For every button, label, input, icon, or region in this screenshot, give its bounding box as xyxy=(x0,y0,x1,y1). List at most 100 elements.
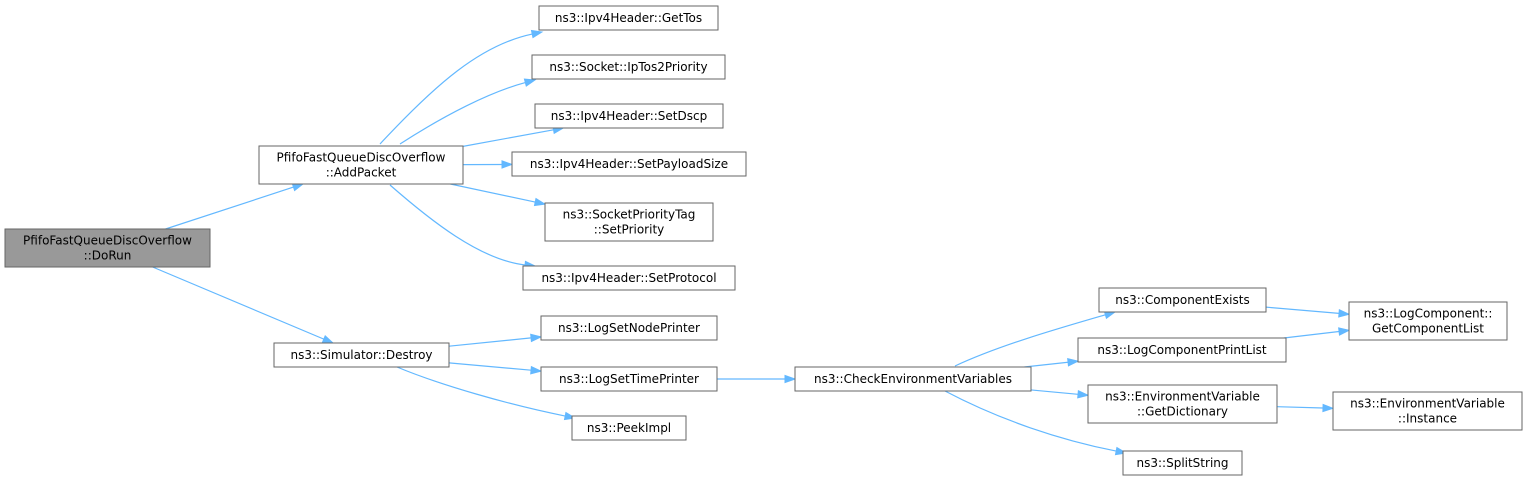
edge-logtime-checkenv xyxy=(717,374,797,384)
edge-line xyxy=(165,186,294,230)
edge-addpacket-gettos xyxy=(379,29,544,145)
edge-line xyxy=(448,362,532,371)
node-box xyxy=(540,315,718,341)
node-getdict[interactable]: ns3::EnvironmentVariable::GetDictionary xyxy=(1087,384,1278,424)
node-iptos[interactable]: ns3::Socket::IpTos2Priority xyxy=(531,54,726,80)
node-box xyxy=(522,265,736,291)
node-box xyxy=(258,145,464,185)
node-setprotocol[interactable]: ns3::Ipv4Header::SetProtocol xyxy=(522,265,736,291)
edge-addpacket-setpayload xyxy=(462,160,514,169)
node-label: ns3::Simulator::Destroy xyxy=(290,348,432,362)
node-label: ns3::EnvironmentVariable xyxy=(1350,397,1505,411)
edge-addpacket-setdscp xyxy=(462,125,565,147)
edge-destroy-peekimpl xyxy=(396,366,577,421)
node-label: ns3::SplitString xyxy=(1137,456,1229,470)
node-splitstring[interactable]: ns3::SplitString xyxy=(1122,450,1243,476)
node-label: ns3::Ipv4Header::SetProtocol xyxy=(541,271,716,285)
arrowhead-icon xyxy=(1067,358,1080,367)
node-label: ns3::LogSetNodePrinter xyxy=(558,321,700,335)
node-label: ns3::SocketPriorityTag xyxy=(563,208,696,222)
arrowhead-icon xyxy=(1338,309,1351,318)
node-destroy[interactable]: ns3::Simulator::Destroy xyxy=(273,342,450,368)
node-box xyxy=(1087,384,1278,424)
arrowhead-icon xyxy=(1322,403,1335,413)
edge-addpacket-setpriority xyxy=(450,183,547,207)
edge-logprint-getcomplist xyxy=(1283,327,1351,339)
node-setpayload[interactable]: ns3::Ipv4Header::SetPayloadSize xyxy=(511,151,747,177)
node-logprint[interactable]: ns3::LogComponentPrintList xyxy=(1077,337,1287,363)
edge-line xyxy=(1024,361,1069,368)
node-label: ns3::LogSetTimePrinter xyxy=(559,372,699,386)
node-label: ns3::Ipv4Header::SetDscp xyxy=(551,109,707,123)
node-label: ::AddPacket xyxy=(326,166,397,180)
edge-checkenv-logprint xyxy=(1024,358,1080,368)
edge-destroy-logtime xyxy=(448,362,543,375)
node-compexists[interactable]: ns3::ComponentExists xyxy=(1098,287,1267,313)
node-label: ns3::Ipv4Header::SetPayloadSize xyxy=(530,157,728,171)
edge-checkenv-getdict xyxy=(1030,389,1090,399)
edge-layer xyxy=(152,29,1351,456)
node-setpriority[interactable]: ns3::SocketPriorityTag::SetPriority xyxy=(544,202,714,242)
node-box xyxy=(571,415,687,441)
node-box xyxy=(1098,287,1267,313)
node-setdscp[interactable]: ns3::Ipv4Header::SetDscp xyxy=(534,103,724,129)
node-box xyxy=(534,103,724,129)
arrowhead-icon xyxy=(291,183,305,192)
node-gettos[interactable]: ns3::Ipv4Header::GetTos xyxy=(538,5,719,31)
node-box xyxy=(4,228,211,268)
node-box xyxy=(1348,301,1508,341)
node-box xyxy=(1332,391,1523,431)
arrowhead-icon xyxy=(784,374,797,384)
arrowhead-icon xyxy=(533,197,547,207)
node-lognode[interactable]: ns3::LogSetNodePrinter xyxy=(540,315,718,341)
arrowhead-icon xyxy=(523,78,537,87)
edge-destroy-lognode xyxy=(448,333,543,347)
node-label: ns3::LogComponentPrintList xyxy=(1097,343,1267,357)
node-label: ::SetPriority xyxy=(594,223,665,237)
arrowhead-icon xyxy=(530,29,544,39)
edge-line xyxy=(1030,389,1079,395)
node-label: ns3::CheckEnvironmentVariables xyxy=(814,372,1012,386)
node-box xyxy=(1122,450,1243,476)
node-label: PfifoFastQueueDiscOverflow xyxy=(23,234,192,248)
edge-compexists-getcomplist xyxy=(1265,306,1351,318)
node-label: ::GetDictionary xyxy=(1137,405,1228,419)
node-dorun[interactable]: PfifoFastQueueDiscOverflow::DoRun xyxy=(4,228,211,268)
node-label: ::Instance xyxy=(1398,412,1457,426)
arrowhead-icon xyxy=(530,333,543,343)
edge-line xyxy=(1283,330,1340,339)
node-box xyxy=(511,151,747,177)
edge-line xyxy=(389,184,526,266)
node-label: ns3::LogComponent:: xyxy=(1364,307,1493,321)
arrowhead-icon xyxy=(1338,327,1351,336)
edge-line xyxy=(152,266,325,340)
edge-line xyxy=(954,314,1106,367)
edge-line xyxy=(448,337,532,347)
node-addpacket[interactable]: PfifoFastQueueDiscOverflow::AddPacket xyxy=(258,145,464,185)
node-box xyxy=(794,366,1032,392)
edge-dorun-addpacket xyxy=(165,183,305,230)
node-label: ::DoRun xyxy=(84,249,132,263)
edge-addpacket-iptos xyxy=(399,78,537,145)
arrowhead-icon xyxy=(530,365,543,375)
node-label: PfifoFastQueueDiscOverflow xyxy=(277,151,446,165)
node-logtime[interactable]: ns3::LogSetTimePrinter xyxy=(540,366,718,392)
node-peekimpl[interactable]: ns3::PeekImpl xyxy=(571,415,687,441)
edge-line xyxy=(379,33,533,145)
arrowhead-icon xyxy=(321,334,335,344)
node-box xyxy=(544,202,714,242)
node-box xyxy=(538,5,719,31)
edge-getdict-instance xyxy=(1276,403,1335,413)
node-getcomplist[interactable]: ns3::LogComponent::GetComponentList xyxy=(1348,301,1508,341)
node-instance[interactable]: ns3::EnvironmentVariable::Instance xyxy=(1332,391,1523,431)
node-label: ns3::Socket::IpTos2Priority xyxy=(549,60,707,74)
edge-line xyxy=(462,129,554,147)
node-label: ns3::ComponentExists xyxy=(1115,293,1249,307)
edge-line xyxy=(944,390,1117,452)
arrowhead-icon xyxy=(1077,389,1090,399)
node-label: GetComponentList xyxy=(1372,322,1484,336)
edge-line xyxy=(450,183,536,203)
node-checkenv[interactable]: ns3::CheckEnvironmentVariables xyxy=(794,366,1032,392)
edge-line xyxy=(1265,306,1340,314)
edge-line xyxy=(399,81,526,145)
